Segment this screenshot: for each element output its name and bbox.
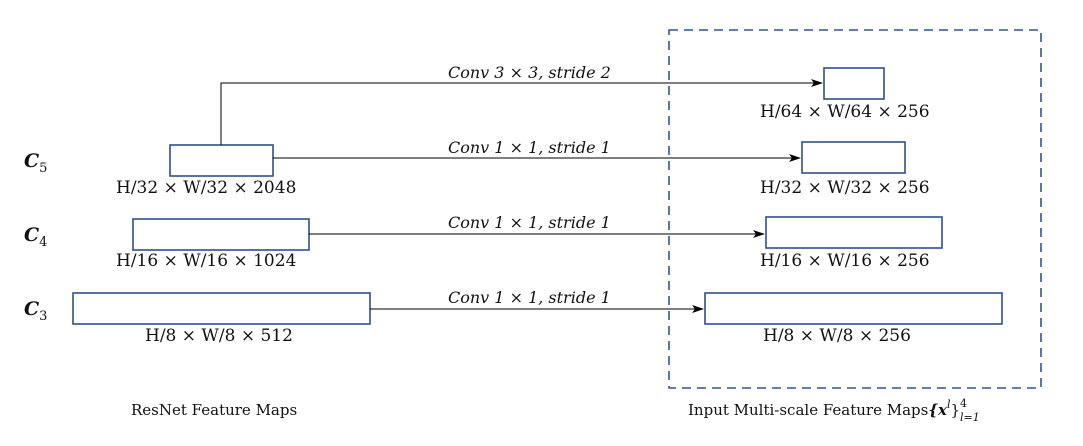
- resnet-dim-c3: H/8 × W/8 × 512: [145, 326, 293, 346]
- output-map-8: [704, 292, 1003, 325]
- conv-label-c5: Conv 1 × 1, stride 1: [448, 138, 611, 157]
- output-map-64: [823, 67, 885, 100]
- multiscale-group-frame: [668, 29, 1042, 389]
- output-dim-8: H/8 × W/8 × 256: [763, 326, 911, 346]
- level-label-c3: C3: [24, 298, 47, 324]
- output-map-32: [801, 141, 906, 174]
- resnet-map-c4: [132, 218, 310, 251]
- output-map-16: [765, 216, 943, 249]
- arrow-conv3x3: [220, 79, 823, 145]
- resnet-map-c3: [72, 292, 371, 325]
- output-dim-32: H/32 × W/32 × 256: [760, 178, 930, 198]
- resnet-dim-c5: H/32 × W/32 × 2048: [116, 178, 296, 198]
- level-label-c5: C5: [24, 150, 47, 176]
- level-label-c4: C4: [24, 224, 47, 250]
- conv-label-c4: Conv 1 × 1, stride 1: [448, 213, 611, 232]
- output-dim-64: H/64 × W/64 × 256: [760, 102, 930, 122]
- caption-resnet: ResNet Feature Maps: [131, 401, 297, 419]
- conv-label-c3: Conv 1 × 1, stride 1: [448, 288, 611, 307]
- conv-label-3x3: Conv 3 × 3, stride 2: [448, 63, 611, 82]
- resnet-dim-c4: H/16 × W/16 × 1024: [116, 251, 296, 271]
- resnet-map-c5: [169, 144, 274, 177]
- output-dim-16: H/16 × W/16 × 256: [760, 251, 930, 271]
